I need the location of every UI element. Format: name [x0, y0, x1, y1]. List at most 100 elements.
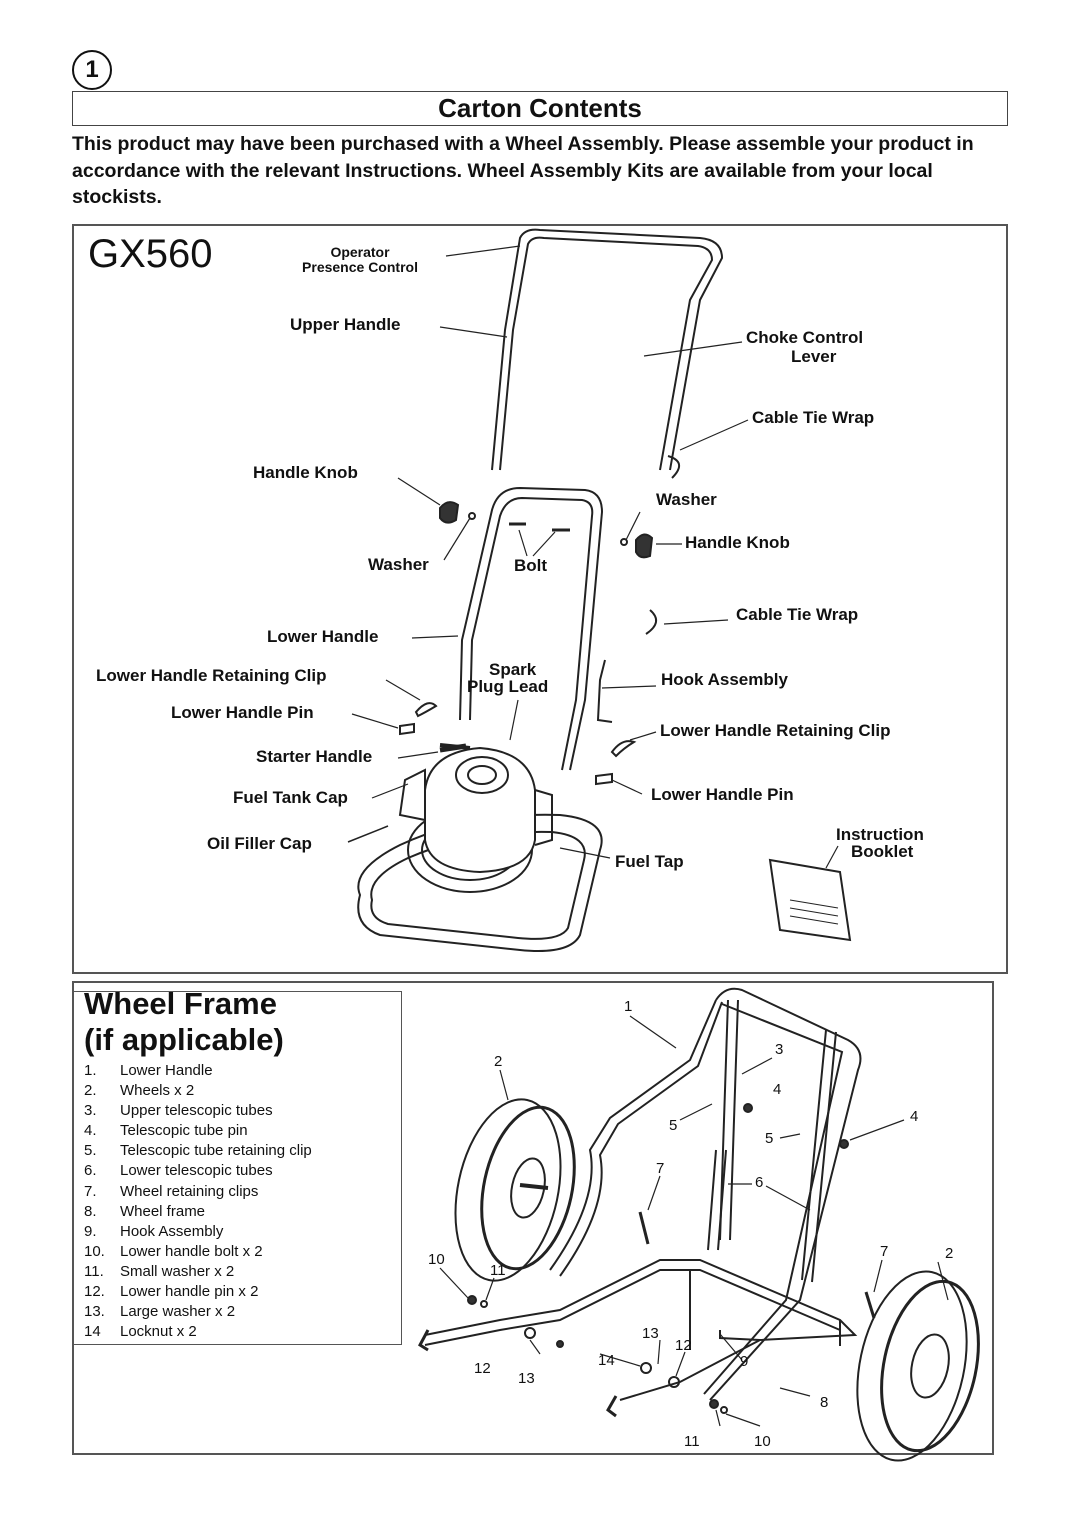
callout-13b: 13 [518, 1370, 535, 1387]
callout-5: 5 [669, 1117, 678, 1134]
callout-9: 9 [740, 1353, 749, 1370]
list-item: 12.Lower handle pin x 2 [84, 1282, 312, 1302]
part-num: 9. [84, 1222, 97, 1240]
part-name: Hook Assembly [120, 1222, 224, 1240]
callout-10b: 10 [754, 1433, 771, 1450]
callout-1: 1 [624, 998, 633, 1015]
list-item: 13. Large washer x 2 [84, 1302, 312, 1322]
parts-list: 1.Lower Handle 2. Wheels x 2 3. Upper tele… [84, 1061, 312, 1342]
label-lower-handle-pin-right: Lower Handle Pin [651, 785, 794, 804]
part-num: 8. [84, 1202, 97, 1220]
list-item: 6. Lower telescopic tubes [84, 1161, 312, 1181]
callout-12b: 12 [474, 1360, 491, 1377]
list-item: 9. Hook Assembly [84, 1222, 312, 1242]
label-lower-handle-retaining-clip-left: Lower Handle Retaining Clip [96, 666, 327, 685]
wheel-frame-title: Wheel Frame (if applicable) [84, 986, 284, 1058]
callout-4b: 4 [910, 1108, 919, 1125]
label-spark: Spark [489, 660, 537, 679]
callout-14: 14 [598, 1352, 615, 1369]
label-oil-filler-cap: Oil Filler Cap [207, 834, 312, 853]
part-num: 5. [84, 1142, 97, 1160]
label-lower-handle: Lower Handle [267, 627, 379, 646]
section-title: Carton Contents [72, 91, 1008, 126]
part-name: Small washer x 2 [120, 1262, 235, 1280]
callout-12: 12 [675, 1337, 692, 1354]
label-choke-control: Choke Control [746, 328, 864, 347]
part-num: 2. [84, 1082, 97, 1100]
part-num: 4. [84, 1122, 97, 1140]
label-cable-tie-wrap-1: Cable Tie Wrap [752, 408, 875, 427]
label-washer-left: Washer [368, 555, 429, 574]
part-num: 10. [84, 1242, 105, 1260]
list-item: 14 Locknut x 2 [84, 1322, 312, 1342]
model-name: GX560 [88, 232, 213, 276]
label-handle-knob-right: Handle Knob [685, 533, 790, 552]
wheel-frame-title-line1: Wheel Frame [84, 986, 277, 1021]
list-item: 1.Lower Handle [84, 1061, 312, 1081]
label-lever: Lever [791, 347, 837, 366]
label-starter-handle: Starter Handle [256, 747, 373, 766]
part-num: 3. [84, 1102, 97, 1120]
label-fuel-tap: Fuel Tap [615, 852, 684, 871]
label-washer-right: Washer [656, 490, 717, 509]
part-name: Upper telescopic tubes [120, 1102, 273, 1120]
intro-text: This product may have been purchased wit… [72, 133, 974, 208]
callout-7b: 7 [880, 1243, 889, 1260]
label-instruction: Instruction [836, 825, 924, 844]
part-name: Wheels x 2 [120, 1082, 195, 1100]
list-item: 2. Wheels x 2 [84, 1081, 312, 1101]
callout-10: 10 [428, 1251, 445, 1268]
part-name: Lower handle pin x 2 [120, 1283, 259, 1301]
part-num: 6. [84, 1162, 97, 1180]
label-fuel-tank-cap: Fuel Tank Cap [233, 788, 348, 807]
label-lower-handle-pin-left: Lower Handle Pin [171, 703, 314, 722]
list-item: 8. Wheel frame [84, 1202, 312, 1222]
callout-7: 7 [656, 1160, 665, 1177]
part-name: Large washer x 2 [120, 1303, 236, 1321]
label-booklet: Booklet [851, 842, 914, 861]
callout-4: 4 [773, 1081, 782, 1098]
wheel-frame-panel [72, 981, 994, 1455]
list-item: 5. Telescopic tube retaining clip [84, 1141, 312, 1161]
part-num: 14 [84, 1323, 101, 1341]
list-item: 10. Lower handle bolt x 2 [84, 1242, 312, 1262]
label-lower-handle-retaining-clip-right: Lower Handle Retaining Clip [660, 721, 891, 740]
list-item: 3. Upper telescopic tubes [84, 1101, 312, 1121]
carton-contents-panel [72, 224, 1008, 974]
part-name: Lower Handle [120, 1062, 213, 1079]
part-num: 13. [84, 1303, 105, 1321]
callout-6: 6 [755, 1174, 764, 1191]
callout-2b: 2 [945, 1245, 954, 1262]
label-handle-knob-left: Handle Knob [253, 463, 358, 482]
part-name: Lower telescopic tubes [120, 1162, 273, 1180]
callout-11b: 11 [684, 1433, 700, 1450]
step-number: 1 [72, 50, 112, 90]
label-cable-tie-wrap-2: Cable Tie Wrap [736, 605, 859, 624]
part-name: Lower handle bolt x 2 [120, 1242, 263, 1260]
callout-13: 13 [642, 1325, 659, 1342]
callout-5b: 5 [765, 1130, 774, 1147]
list-item: 11. Small washer x 2 [84, 1262, 312, 1282]
list-item: 4. Telescopic tube pin [84, 1121, 312, 1141]
part-name: Telescopic tube retaining clip [120, 1142, 312, 1160]
part-name: Wheel frame [120, 1202, 206, 1220]
label-operator: Operator [330, 244, 390, 260]
wheel-frame-parts-box [72, 991, 402, 1345]
label-upper-handle: Upper Handle [290, 315, 401, 334]
part-num: 11. [84, 1262, 104, 1280]
callout-11: 11 [490, 1262, 506, 1279]
part-num: 7. [84, 1182, 97, 1200]
label-presence-control: Presence Control [302, 259, 418, 275]
part-name: Locknut x 2 [120, 1323, 197, 1341]
list-item: 7. Wheel retaining clips [84, 1182, 312, 1202]
callout-3: 3 [775, 1041, 784, 1058]
label-plug-lead: Plug Lead [467, 677, 549, 696]
callout-8: 8 [820, 1394, 829, 1411]
label-bolt: Bolt [514, 556, 548, 575]
label-hook-assembly: Hook Assembly [661, 670, 788, 689]
part-name: Wheel retaining clips [120, 1182, 259, 1200]
part-name: Telescopic tube pin [120, 1122, 248, 1140]
wheel-frame-title-line2: (if applicable) [84, 1022, 284, 1057]
